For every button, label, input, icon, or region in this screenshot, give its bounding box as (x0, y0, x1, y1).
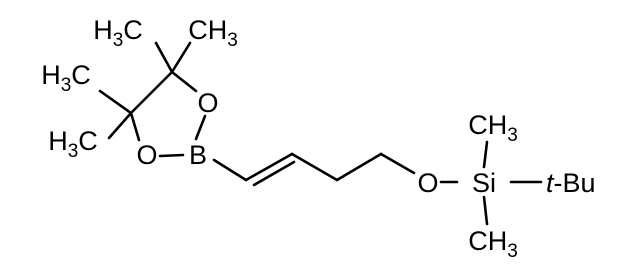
methyl-label-si-lower: CH3 (468, 226, 518, 262)
methyl-label-si-upper: CH3 (468, 110, 518, 146)
bond-b-o-lower (158, 153, 185, 158)
oxygen-label-ether: O (417, 168, 438, 198)
boron-label: B (189, 140, 207, 170)
oxygen-label-ring-lower: O (136, 140, 157, 170)
bond-c2-me-mid-left (98, 89, 133, 115)
bond-si-me-lower (482, 195, 489, 226)
silicon-label: Si (472, 168, 496, 198)
methyl-label-mid-left: H3C (41, 60, 91, 96)
tert-butyl-label: t-Bu (546, 168, 596, 198)
bond-c1-me-top-left (154, 41, 174, 74)
bond-c1-me-top-right (170, 41, 192, 74)
bond-c5-c6 (335, 152, 383, 182)
methyl-label-top-right: CH3 (188, 15, 238, 51)
oxygen-label-ring-upper: O (197, 88, 218, 118)
bond-o-upper-b (194, 114, 207, 141)
bond-c2-o-lower (129, 111, 141, 142)
methyl-label-top-left: H3C (93, 15, 143, 51)
bond-b-c3 (212, 158, 248, 182)
methyl-label-low-left: H3C (48, 126, 98, 162)
atom-label-layer: H3C CH3 H3C H3C O O B O Si CH3 CH3 t-Bu (41, 15, 595, 262)
bond-c3-c4 (244, 152, 294, 182)
bond-c3-c4-double (252, 160, 296, 187)
bond-c2-me-low-left (107, 111, 133, 140)
bond-c1-c2 (129, 70, 174, 115)
bond-layer (98, 41, 543, 226)
bond-c6-o (379, 152, 416, 175)
bond-si-me-upper (482, 140, 489, 169)
bond-c4-c5 (290, 152, 339, 182)
bond-c1-o-upper (170, 70, 198, 93)
